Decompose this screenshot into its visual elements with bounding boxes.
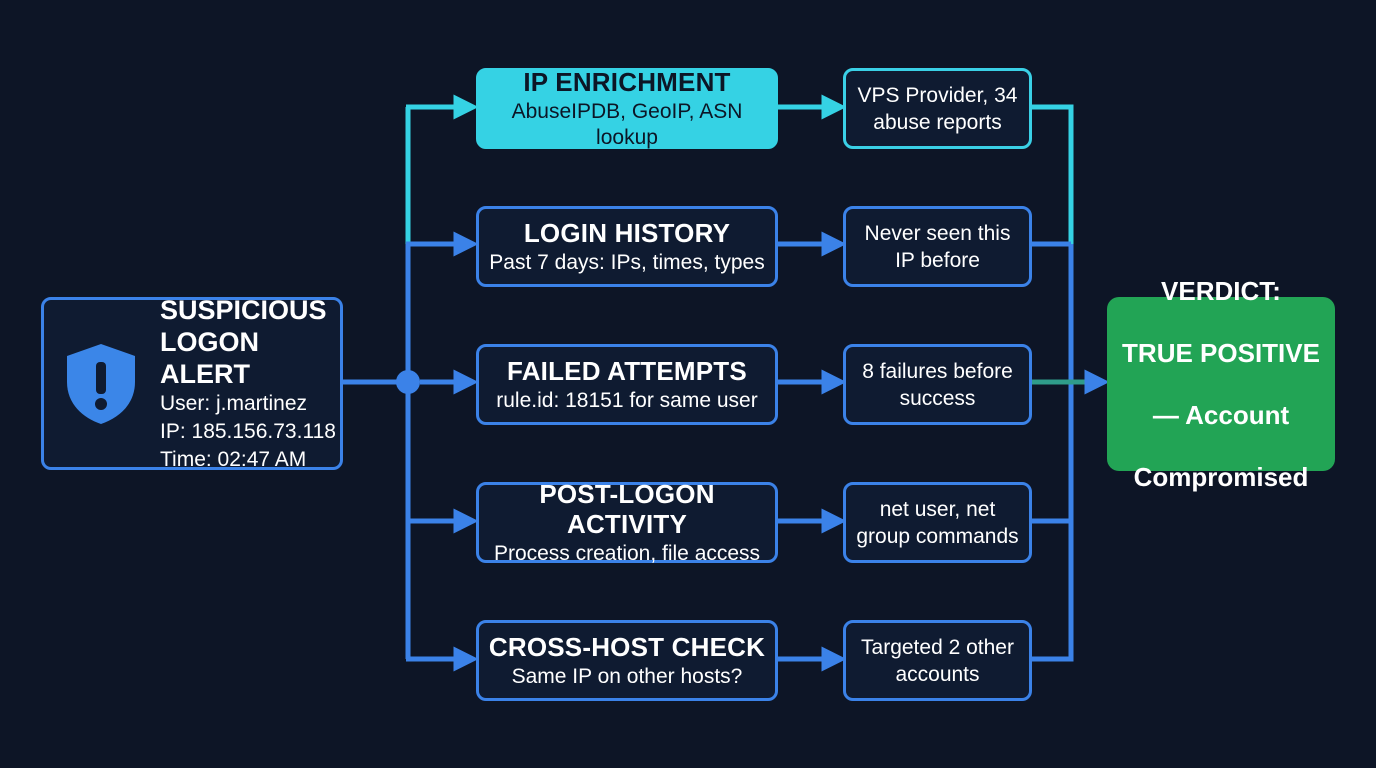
result-box-failed-attempts: 8 failures before success xyxy=(843,344,1032,425)
step-subtitle: AbuseIPDB, GeoIP, ASN lookup xyxy=(511,99,743,149)
alert-ip: IP: 185.156.73.118 xyxy=(160,419,336,443)
result-line: IP before xyxy=(895,248,980,272)
result-line: 8 failures before xyxy=(862,359,1013,383)
step-subtitle: Same IP on other hosts? xyxy=(511,664,743,688)
collector-line-5 xyxy=(1031,382,1074,662)
step-box-cross-host-check: CROSS-HOST CHECK Same IP on other hosts? xyxy=(476,620,778,701)
result-box-post-logon-activity: net user, net group commands xyxy=(843,482,1032,563)
result-box-cross-host-check: Targeted 2 other accounts xyxy=(843,620,1032,701)
result-line: Targeted 2 other xyxy=(861,635,1014,659)
verdict-line: VERDICT: xyxy=(1161,275,1281,306)
verdict-line: Compromised xyxy=(1133,461,1309,492)
step-box-ip-enrichment: IP ENRICHMENT AbuseIPDB, GeoIP, ASN look… xyxy=(476,66,778,149)
step-title: POST-LOGON ACTIVITY xyxy=(539,478,715,539)
result-line: abuse reports xyxy=(873,110,1002,134)
shield-alert-icon xyxy=(67,343,135,424)
step-title: FAILED ATTEMPTS xyxy=(507,355,747,386)
step-box-failed-attempts: FAILED ATTEMPTS rule.id: 18151 for same … xyxy=(476,344,778,425)
result-line: group commands xyxy=(856,524,1019,548)
step-title: IP ENRICHMENT xyxy=(523,66,731,97)
verdict-box: VERDICT: TRUE POSITIVE — Account Comprom… xyxy=(1107,276,1335,492)
alert-user: User: j.martinez xyxy=(160,391,308,415)
step-box-post-logon-activity: POST-LOGON ACTIVITY Process creation, fi… xyxy=(476,478,778,565)
collector-line-1 xyxy=(1031,104,1074,244)
step-subtitle: rule.id: 18151 for same user xyxy=(496,388,758,412)
result-line: net user, net xyxy=(879,497,996,521)
alert-title-line2: LOGON ALERT xyxy=(160,326,259,389)
result-box-login-history: Never seen this IP before xyxy=(843,206,1032,287)
result-line: VPS Provider, 34 xyxy=(857,83,1018,107)
alert-title-line1: SUSPICIOUS xyxy=(160,294,327,325)
suspicious-logon-alert-box: SUSPICIOUS LOGON ALERT User: j.martinez … xyxy=(41,295,343,471)
result-box-ip-enrichment: VPS Provider, 34 abuse reports xyxy=(843,68,1032,149)
step-title: CROSS-HOST CHECK xyxy=(488,631,766,662)
step-subtitle: Past 7 days: IPs, times, types xyxy=(489,250,765,274)
step-title: LOGIN HISTORY xyxy=(523,217,731,248)
result-line: accounts xyxy=(895,662,980,686)
verdict-line: TRUE POSITIVE xyxy=(1122,337,1320,368)
step-subtitle: Process creation, file access xyxy=(493,541,761,565)
result-line: Never seen this xyxy=(864,221,1011,245)
verdict-text: VERDICT: TRUE POSITIVE — Account Comprom… xyxy=(1122,245,1320,524)
verdict-line: — Account xyxy=(1152,399,1290,430)
result-line: success xyxy=(899,386,976,410)
step-box-login-history: LOGIN HISTORY Past 7 days: IPs, times, t… xyxy=(476,206,778,287)
alert-time: Time: 02:47 AM xyxy=(160,447,307,471)
alert-details: SUSPICIOUS LOGON ALERT User: j.martinez … xyxy=(160,294,340,474)
